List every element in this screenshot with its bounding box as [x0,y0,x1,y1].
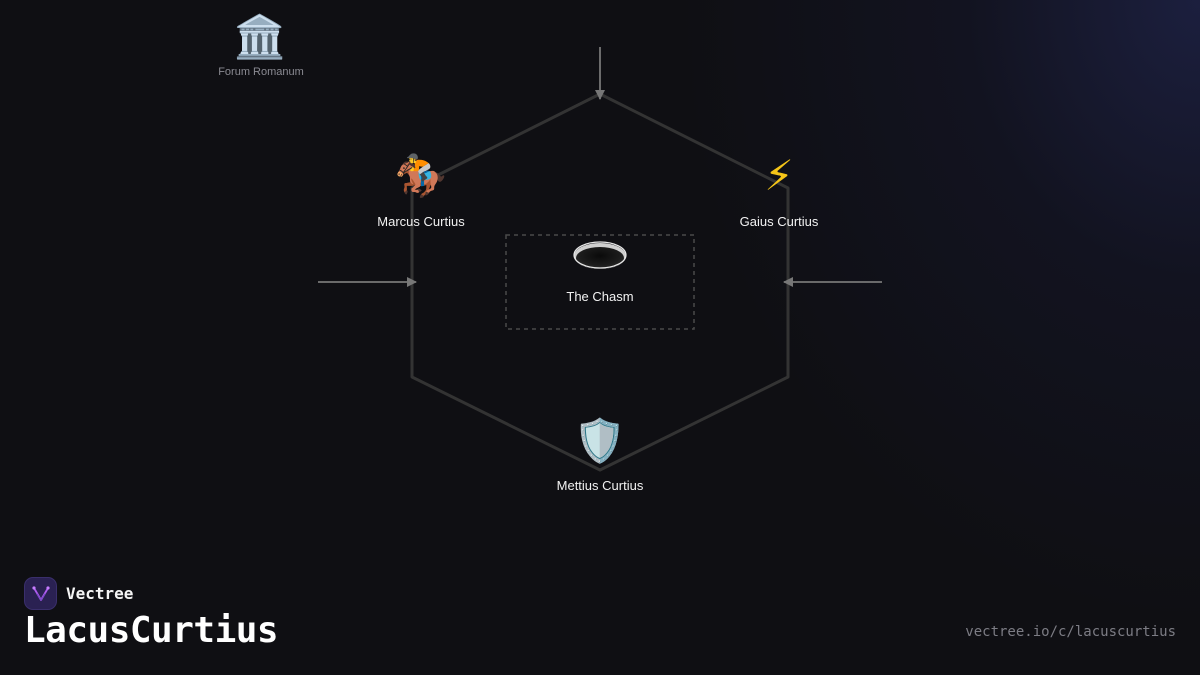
marcus-curtius-node[interactable]: 🏇 Marcus Curtius [377,151,465,229]
forum-romanum-node[interactable]: 🏛️ Forum Romanum [218,12,304,78]
mettius-curtius-label: Mettius Curtius [557,478,644,493]
page-title: LacusCurtius [24,610,279,651]
marcus-curtius-label: Marcus Curtius [377,214,465,229]
hexagon-outline [410,92,790,472]
page-url[interactable]: vectree.io/c/lacuscurtius [965,624,1176,640]
horse-racing-icon: 🏇 [395,151,447,200]
the-chasm-label: The Chasm [566,289,633,304]
forum-romanum-label: Forum Romanum [218,66,304,78]
the-chasm-node[interactable]: The Chasm [566,241,634,304]
shield-icon: 🛡️ [574,416,626,465]
mettius-curtius-node[interactable]: 🛡️ Mettius Curtius [557,416,644,493]
brand: Vectree [24,577,133,610]
brand-name: Vectree [66,584,134,603]
chasm-box [505,234,695,330]
lightning-icon: ⚡ [764,151,794,200]
classical-building-icon: 🏛️ [234,12,286,61]
hole-icon [573,241,627,269]
vectree-logo-icon [24,577,57,610]
gaius-curtius-node[interactable]: ⚡ Gaius Curtius [740,151,819,229]
gaius-curtius-label: Gaius Curtius [740,214,819,229]
